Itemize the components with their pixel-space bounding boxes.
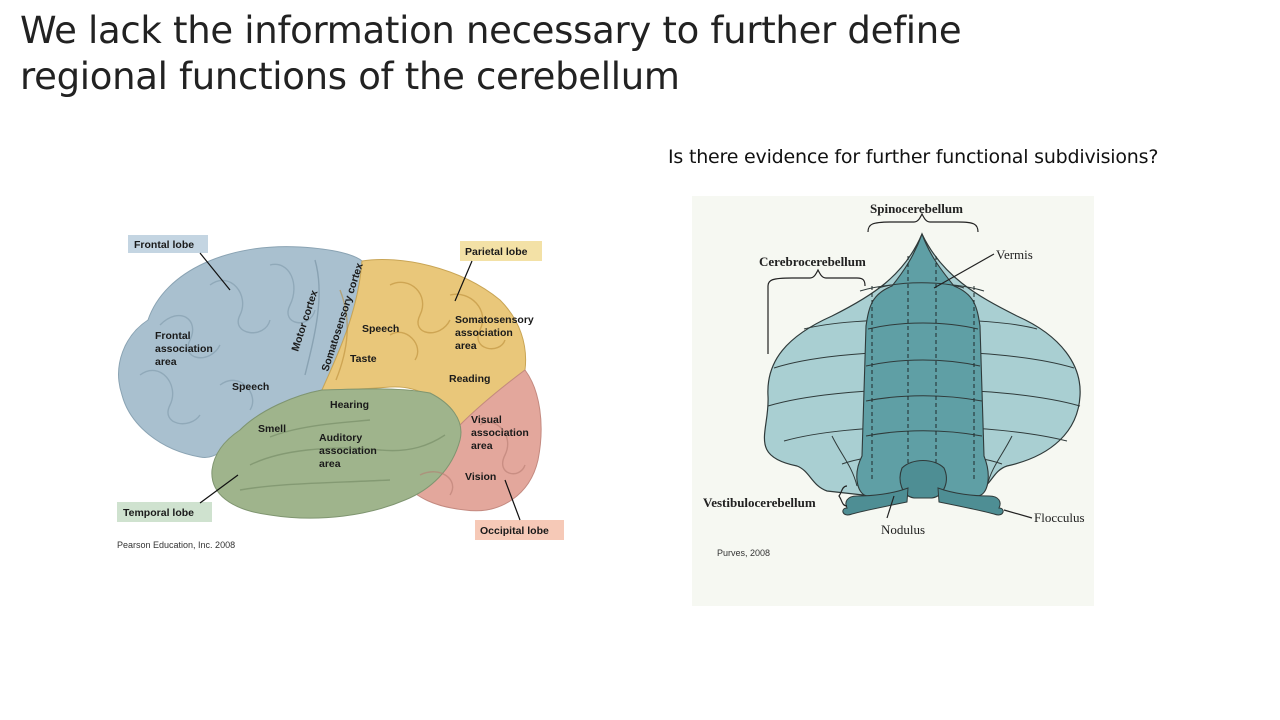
label-taste: Taste <box>350 353 377 365</box>
label-somatosensory-association-2: association <box>455 327 513 339</box>
label-spinocerebellum: Spinocerebellum <box>870 201 963 216</box>
label-frontal-association-1: Frontal <box>155 330 191 342</box>
label-vermis: Vermis <box>996 247 1033 262</box>
nodulus-region <box>899 459 947 499</box>
label-speech-frontal: Speech <box>232 381 269 393</box>
label-speech-parietal: Speech <box>362 323 399 335</box>
slide-question: Is there evidence for further functional… <box>668 146 1159 168</box>
label-somatosensory-association-3: area <box>455 340 477 352</box>
temporal-lobe-tag-text: Temporal lobe <box>123 507 194 519</box>
flocculus-left <box>842 487 909 516</box>
label-reading: Reading <box>449 373 490 385</box>
label-cerebrocerebellum: Cerebrocerebellum <box>759 254 866 269</box>
cerebellum-credit: Purves, 2008 <box>717 548 770 558</box>
occipital-lobe-tag-text: Occipital lobe <box>480 525 549 537</box>
cerebellum-figure: Spinocerebellum Cerebrocerebellum Vermis… <box>692 196 1094 606</box>
label-auditory-association-1: Auditory <box>319 432 362 444</box>
brain-figure: Frontal lobe Parietal lobe Temporal lobe… <box>117 235 564 550</box>
label-visual-association-1: Visual <box>471 414 502 426</box>
brain-credit: Pearson Education, Inc. 2008 <box>117 540 235 550</box>
label-flocculus: Flocculus <box>1034 510 1085 525</box>
label-vestibulocerebellum: Vestibulocerebellum <box>703 495 816 510</box>
parietal-lobe-tag <box>460 241 542 261</box>
label-auditory-association-2: association <box>319 445 377 457</box>
parietal-lobe-tag-text: Parietal lobe <box>465 246 528 258</box>
frontal-lobe-tag <box>128 235 208 253</box>
slide-title: We lack the information necessary to fur… <box>20 9 962 98</box>
label-hearing: Hearing <box>330 399 369 411</box>
frontal-lobe-tag-text: Frontal lobe <box>134 239 194 251</box>
label-frontal-association-2: association <box>155 343 213 355</box>
label-nodulus: Nodulus <box>881 522 925 537</box>
label-frontal-association-3: area <box>155 356 177 368</box>
temporal-lobe-tag <box>117 502 212 522</box>
flocculus-right <box>937 487 1004 516</box>
occipital-lobe-tag <box>475 520 564 540</box>
label-auditory-association-3: area <box>319 458 341 470</box>
label-vision: Vision <box>465 471 496 483</box>
label-somatosensory-association-1: Somatosensory <box>455 314 534 326</box>
label-visual-association-2: association <box>471 427 529 439</box>
label-smell: Smell <box>258 423 286 435</box>
label-visual-association-3: area <box>471 440 493 452</box>
